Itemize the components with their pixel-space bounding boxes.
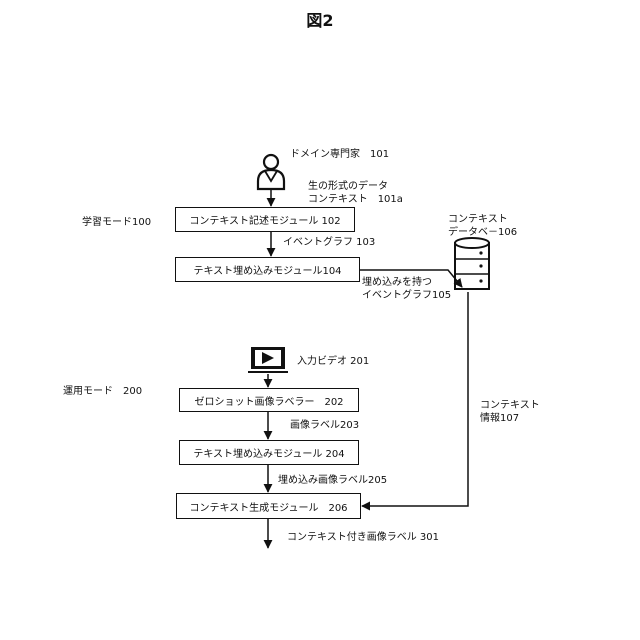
input-video-label: 入力ビデオ 201 bbox=[297, 355, 369, 368]
raw-data-label-line2: コンテキスト 101a bbox=[308, 193, 403, 206]
operation-mode-label: 運用モード 200 bbox=[63, 385, 142, 398]
embedded-event-graph-label-line2: イベントグラフ105 bbox=[362, 289, 451, 302]
zero-shot-labeler-box: ゼロショット画像ラベラー 202 bbox=[179, 388, 359, 412]
text-embedding-module-box-learning: テキスト埋め込みモジュール104 bbox=[175, 257, 360, 282]
domain-expert-label: ドメイン専門家 101 bbox=[290, 148, 389, 161]
person-icon bbox=[258, 155, 284, 189]
context-info-label-line2: 情報107 bbox=[480, 412, 519, 425]
embedded-event-graph-label-line1: 埋め込みを持つ bbox=[362, 276, 432, 289]
image-label-label: 画像ラベル203 bbox=[290, 419, 359, 432]
learning-mode-label: 学習モード100 bbox=[82, 216, 151, 229]
text-embedding-module-box-operation: テキスト埋め込みモジュール 204 bbox=[179, 440, 359, 465]
contextual-image-label-output: コンテキスト付き画像ラベル 301 bbox=[287, 531, 439, 544]
context-database-label-line1: コンテキスト bbox=[448, 213, 508, 226]
context-info-label-line1: コンテキスト bbox=[480, 399, 540, 412]
embedded-image-label-label: 埋め込み画像ラベル205 bbox=[278, 474, 387, 487]
raw-data-label-line1: 生の形式のデータ bbox=[308, 180, 388, 193]
database-icon bbox=[455, 238, 489, 289]
context-description-module-box: コンテキスト記述モジュール 102 bbox=[175, 207, 355, 232]
context-database-label-line2: データベ－106 bbox=[448, 226, 517, 239]
context-generation-module-box: コンテキスト生成モジュール 206 bbox=[176, 493, 361, 519]
video-icon bbox=[248, 347, 288, 372]
event-graph-label: イベントグラフ 103 bbox=[283, 236, 375, 249]
